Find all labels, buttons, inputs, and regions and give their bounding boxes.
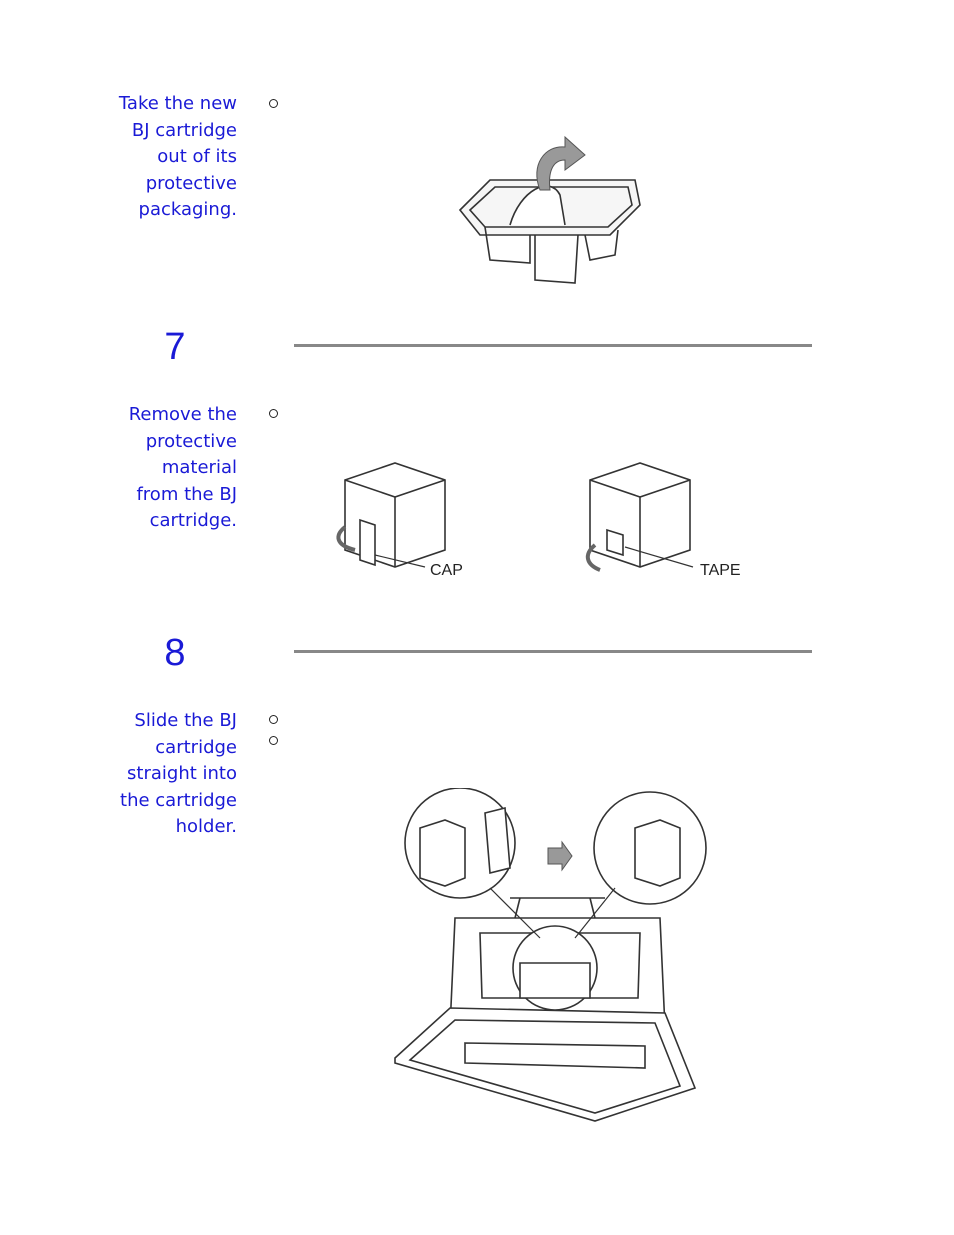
instruction-line: protective <box>145 430 237 452</box>
tape-label: TAPE <box>700 562 741 579</box>
section-divider <box>294 650 812 653</box>
tape-arrow-icon <box>585 543 601 572</box>
remove-cap-illustration: CAP <box>336 462 463 579</box>
step-number: 7 <box>164 326 186 368</box>
bullet-icon <box>269 715 278 724</box>
lift-arrow-icon <box>536 135 586 191</box>
instruction-line: cartridge <box>155 736 237 758</box>
instruction-take-cartridge: Take the new BJ cartridge out of its pro… <box>100 91 237 224</box>
bullet-icon <box>269 99 278 108</box>
instruction-line: Slide the BJ <box>134 710 237 731</box>
instruction-line: from the BJ <box>136 483 237 505</box>
instruction-line: Take the new <box>118 93 237 114</box>
cap-label: CAP <box>430 562 463 579</box>
printer-cartridge-illustration <box>394 788 707 1122</box>
instruction-line: BJ cartridge <box>131 119 237 141</box>
step-number: 8 <box>164 632 186 674</box>
cap-arrow-icon <box>336 525 356 552</box>
instruction-line: straight into <box>127 763 237 785</box>
instruction-line: the cartridge <box>120 789 237 811</box>
instruction-line: material <box>161 457 237 479</box>
section-divider <box>294 344 812 347</box>
instruction-remove-material: Remove the protective material from the … <box>100 402 237 535</box>
instruction-line: cartridge. <box>149 510 237 532</box>
bullet-icon <box>269 736 278 745</box>
instruction-line: Remove the <box>128 404 237 425</box>
remove-tape-illustration: TAPE <box>585 462 741 579</box>
instruction-line: packaging. <box>138 199 237 221</box>
insert-direction-arrow-icon <box>547 840 573 872</box>
packaging-illustration <box>458 135 641 284</box>
instruction-line: protective <box>145 172 237 194</box>
bullet-icon <box>269 409 278 418</box>
instruction-line: holder. <box>175 816 237 838</box>
instruction-slide-cartridge: Slide the BJ cartridge straight into the… <box>100 708 237 841</box>
instruction-line: out of its <box>157 146 237 168</box>
